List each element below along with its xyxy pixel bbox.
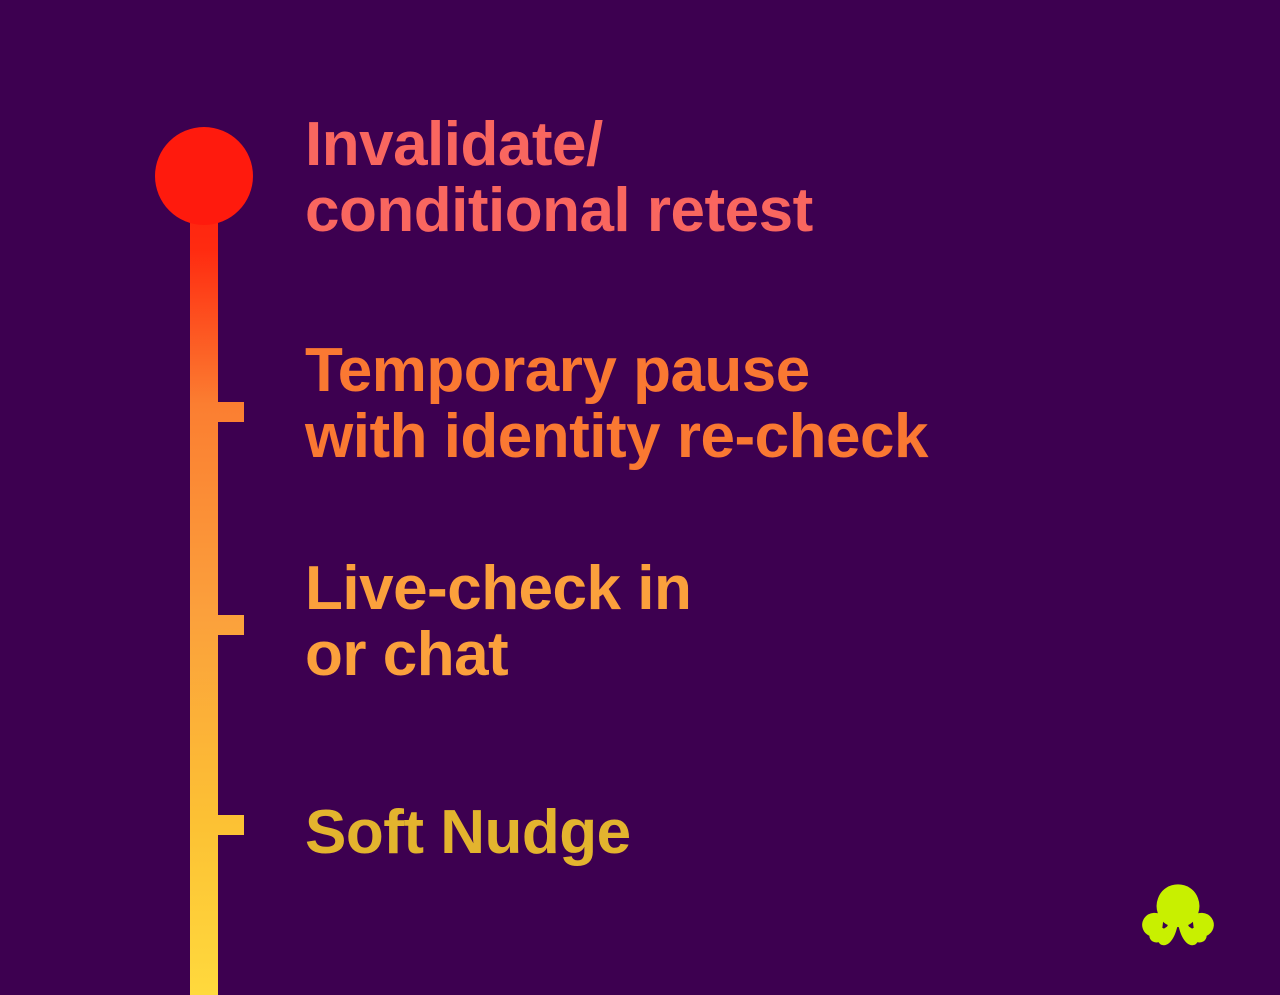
step-line: Temporary pause <box>305 336 810 405</box>
octopus-eye-left <box>1169 900 1176 906</box>
step-invalidate-conditional-retest: Invalidate/ conditional retest <box>305 112 813 243</box>
step-line: Soft Nudge <box>305 798 631 867</box>
octopus-eye-right <box>1180 900 1187 906</box>
step-line: Live-check in <box>305 554 692 623</box>
step-soft-nudge: Soft Nudge <box>305 800 631 866</box>
octopus-logo <box>1142 884 1214 946</box>
step-line: or chat <box>305 619 509 689</box>
ladder-tick-live-check-in <box>218 615 244 635</box>
step-label-column: Invalidate/ conditional retest Temporary… <box>305 0 1185 995</box>
step-temporary-pause-identity-recheck: Temporary pause with identity re-check <box>305 338 928 469</box>
step-line: Invalidate/ <box>305 110 603 179</box>
ladder-head-marker <box>155 127 253 225</box>
ladder-tick-soft-nudge <box>218 815 244 835</box>
step-live-check-in-or-chat: Live-check in or chat <box>305 554 692 689</box>
step-line: conditional retest <box>305 175 813 245</box>
step-line: with identity re-check <box>305 401 928 471</box>
ladder-bar <box>190 150 218 995</box>
ladder-tick-temporary-pause <box>218 402 244 422</box>
